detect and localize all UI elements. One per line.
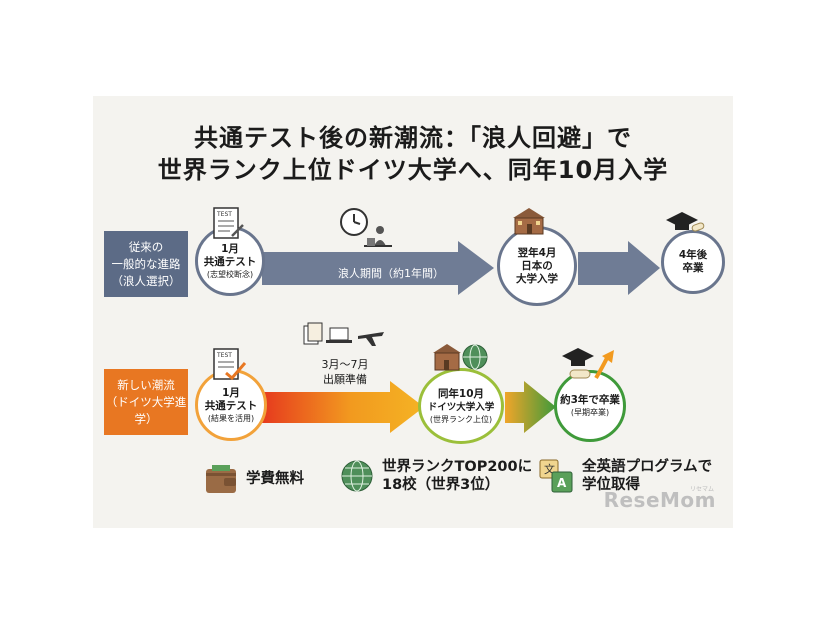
resemom-watermark: ReseMom xyxy=(603,488,716,512)
node-subtext: (早期卒業) xyxy=(570,408,610,417)
node-text: 1月 xyxy=(221,242,239,255)
traditional-label-line: （浪人選択） xyxy=(111,273,181,288)
node-text: 同年10月 xyxy=(437,387,485,400)
feature-text: 世界ランクTOP200に 18校（世界3位） xyxy=(382,458,532,494)
globe-icon xyxy=(341,460,373,492)
svg-text:文: 文 xyxy=(544,462,555,476)
four-year-graduation-node: 4年後 卒業 xyxy=(661,230,725,294)
application-arrow xyxy=(262,381,424,433)
feature-free-tuition: 学費無料 xyxy=(204,463,304,495)
feature-line: 学位取得 xyxy=(582,477,640,493)
translate-icon: 文 A xyxy=(539,459,573,493)
node-text: 共通テスト xyxy=(203,255,257,268)
traditional-label-line: 従来の xyxy=(128,239,164,254)
svg-text:TEST: TEST xyxy=(216,352,232,359)
title-line-1: 共通テスト後の新潮流：「浪人回避」で xyxy=(194,124,632,152)
ronin-period-label: 浪人期間（約1年間） xyxy=(338,267,444,280)
campus-globe-icon xyxy=(433,344,488,371)
node-subtext: (世界ランク上位) xyxy=(429,414,493,424)
new-trend-label-line: 新しい潮流 xyxy=(117,377,175,392)
new-exam-node: 1月 共通テスト (結果を活用) xyxy=(195,369,267,441)
node-text: ドイツ大学入学 xyxy=(427,401,495,413)
graduation-arrow xyxy=(578,241,660,295)
test-check-icon: TEST xyxy=(213,348,246,381)
feature-line: 全英語プログラムで xyxy=(582,459,713,475)
ronin-period-arrow xyxy=(262,241,494,295)
watermark-small-text: リセマム xyxy=(689,486,714,493)
application-prep-line: 出願準備 xyxy=(323,373,367,386)
svg-text:TEST: TEST xyxy=(216,211,232,218)
infographic-card xyxy=(93,96,733,528)
node-text: 1月 xyxy=(222,386,240,399)
graduation-cap-arrow-icon xyxy=(562,348,614,380)
node-subtext: (志望校断念) xyxy=(206,269,254,279)
graduation-cap-icon xyxy=(666,212,705,232)
svg-text:A: A xyxy=(557,476,567,490)
university-building-icon xyxy=(513,208,545,235)
feature-line: 学費無料 xyxy=(246,471,304,487)
clock-desk-icon xyxy=(340,208,392,247)
wallet-icon xyxy=(206,465,236,493)
traditional-route-label: 従来の 一般的な進路 （浪人選択） xyxy=(104,231,188,297)
test-paper-icon: TEST xyxy=(213,207,244,239)
node-text: 共通テスト xyxy=(204,399,258,412)
title-line-2: 世界ランク上位ドイツ大学へ、同年10月入学 xyxy=(157,156,669,184)
german-university-node: 同年10月 ドイツ大学入学 (世界ランク上位) xyxy=(418,368,504,444)
application-prep-label: 3月〜7月 出願準備 xyxy=(300,357,390,387)
node-text: 4年後 xyxy=(678,249,708,261)
new-trend-label: 新しい潮流 （ドイツ大学進学） xyxy=(104,369,188,435)
node-text: 日本の xyxy=(521,259,553,272)
early-graduation-arrow xyxy=(505,381,556,433)
japan-university-node: 翌年4月 日本の 大学入学 xyxy=(497,226,577,306)
application-prep-line: 3月〜7月 xyxy=(321,358,369,371)
node-text: 翌年4月 xyxy=(517,246,557,259)
documents-laptop-plane-icon xyxy=(303,322,384,346)
node-text: 卒業 xyxy=(682,262,704,274)
feature-line: 18校（世界3位） xyxy=(382,477,500,493)
feature-text: 学費無料 xyxy=(246,470,304,488)
new-trend-label-line: （ドイツ大学進学） xyxy=(105,394,187,426)
node-subtext: (結果を活用) xyxy=(207,413,255,423)
feature-world-ranking: 世界ランクTOP200に 18校（世界3位） xyxy=(340,458,532,494)
feature-english-programs: 文 A 全英語プログラムで 学位取得 xyxy=(538,458,712,494)
traditional-label-line: 一般的な進路 xyxy=(111,256,181,271)
node-text: 大学入学 xyxy=(516,272,558,285)
feature-text: 全英語プログラムで 学位取得 xyxy=(582,458,712,494)
feature-line: 世界ランクTOP200に xyxy=(382,459,533,475)
node-text: 約3年で卒業 xyxy=(560,394,620,406)
early-graduation-node: 約3年で卒業 (早期卒業) xyxy=(554,370,626,442)
